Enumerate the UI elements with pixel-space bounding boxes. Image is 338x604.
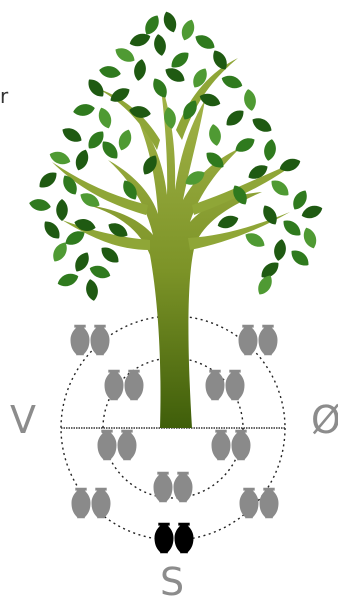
leaf bbox=[233, 134, 258, 155]
urn-icon bbox=[98, 430, 117, 460]
leaf bbox=[242, 88, 257, 112]
text-fragment: r bbox=[0, 84, 8, 108]
urn-icon bbox=[239, 325, 258, 355]
label-south: S bbox=[160, 560, 184, 604]
urn-icon bbox=[174, 472, 193, 502]
leaf bbox=[220, 73, 245, 91]
urn-pair bbox=[239, 325, 278, 355]
leaf bbox=[98, 64, 122, 79]
leaf bbox=[96, 106, 114, 131]
leaf bbox=[28, 197, 52, 212]
leaf bbox=[272, 238, 287, 262]
leaf bbox=[163, 64, 188, 85]
leaf bbox=[149, 76, 170, 101]
leaf bbox=[209, 48, 230, 73]
urn-icon bbox=[72, 488, 91, 518]
leaf bbox=[56, 271, 81, 289]
leaf bbox=[280, 217, 304, 240]
leaf bbox=[41, 218, 64, 242]
leaf bbox=[250, 114, 275, 135]
urn-pair bbox=[71, 325, 110, 355]
urn-icon bbox=[155, 523, 174, 553]
leaf bbox=[152, 33, 167, 57]
urn-icon bbox=[118, 430, 137, 460]
leaf bbox=[300, 203, 325, 221]
leaf bbox=[288, 247, 312, 270]
leaf bbox=[88, 263, 113, 281]
leaf bbox=[56, 199, 68, 221]
leaf bbox=[36, 169, 60, 192]
leaf bbox=[84, 278, 99, 302]
leaf bbox=[128, 104, 152, 119]
urn-icon bbox=[175, 523, 194, 553]
label-east: Ø bbox=[311, 398, 338, 442]
urn-icon bbox=[71, 325, 90, 355]
leaf bbox=[85, 76, 108, 100]
urn-icon bbox=[154, 472, 173, 502]
urn-pair-highlight bbox=[155, 523, 194, 553]
leaf bbox=[179, 18, 197, 43]
leaf bbox=[113, 44, 138, 65]
urn-pair bbox=[105, 370, 144, 400]
urn-icon bbox=[226, 370, 245, 400]
leaf bbox=[48, 149, 73, 167]
leaf bbox=[207, 123, 222, 147]
urn-pair bbox=[212, 430, 251, 460]
urn-pair bbox=[206, 370, 245, 400]
leaf bbox=[193, 31, 218, 52]
leaf bbox=[71, 250, 92, 275]
urn-icon bbox=[260, 488, 279, 518]
urn-icon bbox=[206, 370, 225, 400]
leaf bbox=[98, 244, 122, 267]
leaf bbox=[72, 102, 96, 117]
leaf bbox=[161, 10, 179, 35]
leaf bbox=[116, 128, 134, 153]
urn-pair bbox=[240, 488, 279, 518]
urn-icon bbox=[232, 430, 251, 460]
leaf bbox=[268, 177, 292, 200]
leaf bbox=[141, 13, 162, 38]
urn-icon bbox=[212, 430, 231, 460]
urn-icon bbox=[92, 488, 111, 518]
urn-icon bbox=[259, 325, 278, 355]
leaf bbox=[301, 226, 319, 251]
leaf bbox=[60, 124, 85, 145]
urn-icon bbox=[240, 488, 259, 518]
leaf bbox=[223, 107, 247, 130]
urn-icon bbox=[125, 370, 144, 400]
urn-pair bbox=[72, 488, 111, 518]
label-west: V bbox=[10, 398, 36, 442]
leaf bbox=[216, 213, 241, 231]
urn-pair bbox=[154, 472, 193, 502]
leaf bbox=[73, 148, 91, 173]
leaf bbox=[168, 49, 192, 72]
urn-icon bbox=[105, 370, 124, 400]
leaf bbox=[99, 138, 122, 162]
urn-pair bbox=[98, 430, 137, 460]
leaf bbox=[262, 138, 277, 162]
urn-icon bbox=[91, 325, 110, 355]
leaf bbox=[132, 58, 147, 82]
